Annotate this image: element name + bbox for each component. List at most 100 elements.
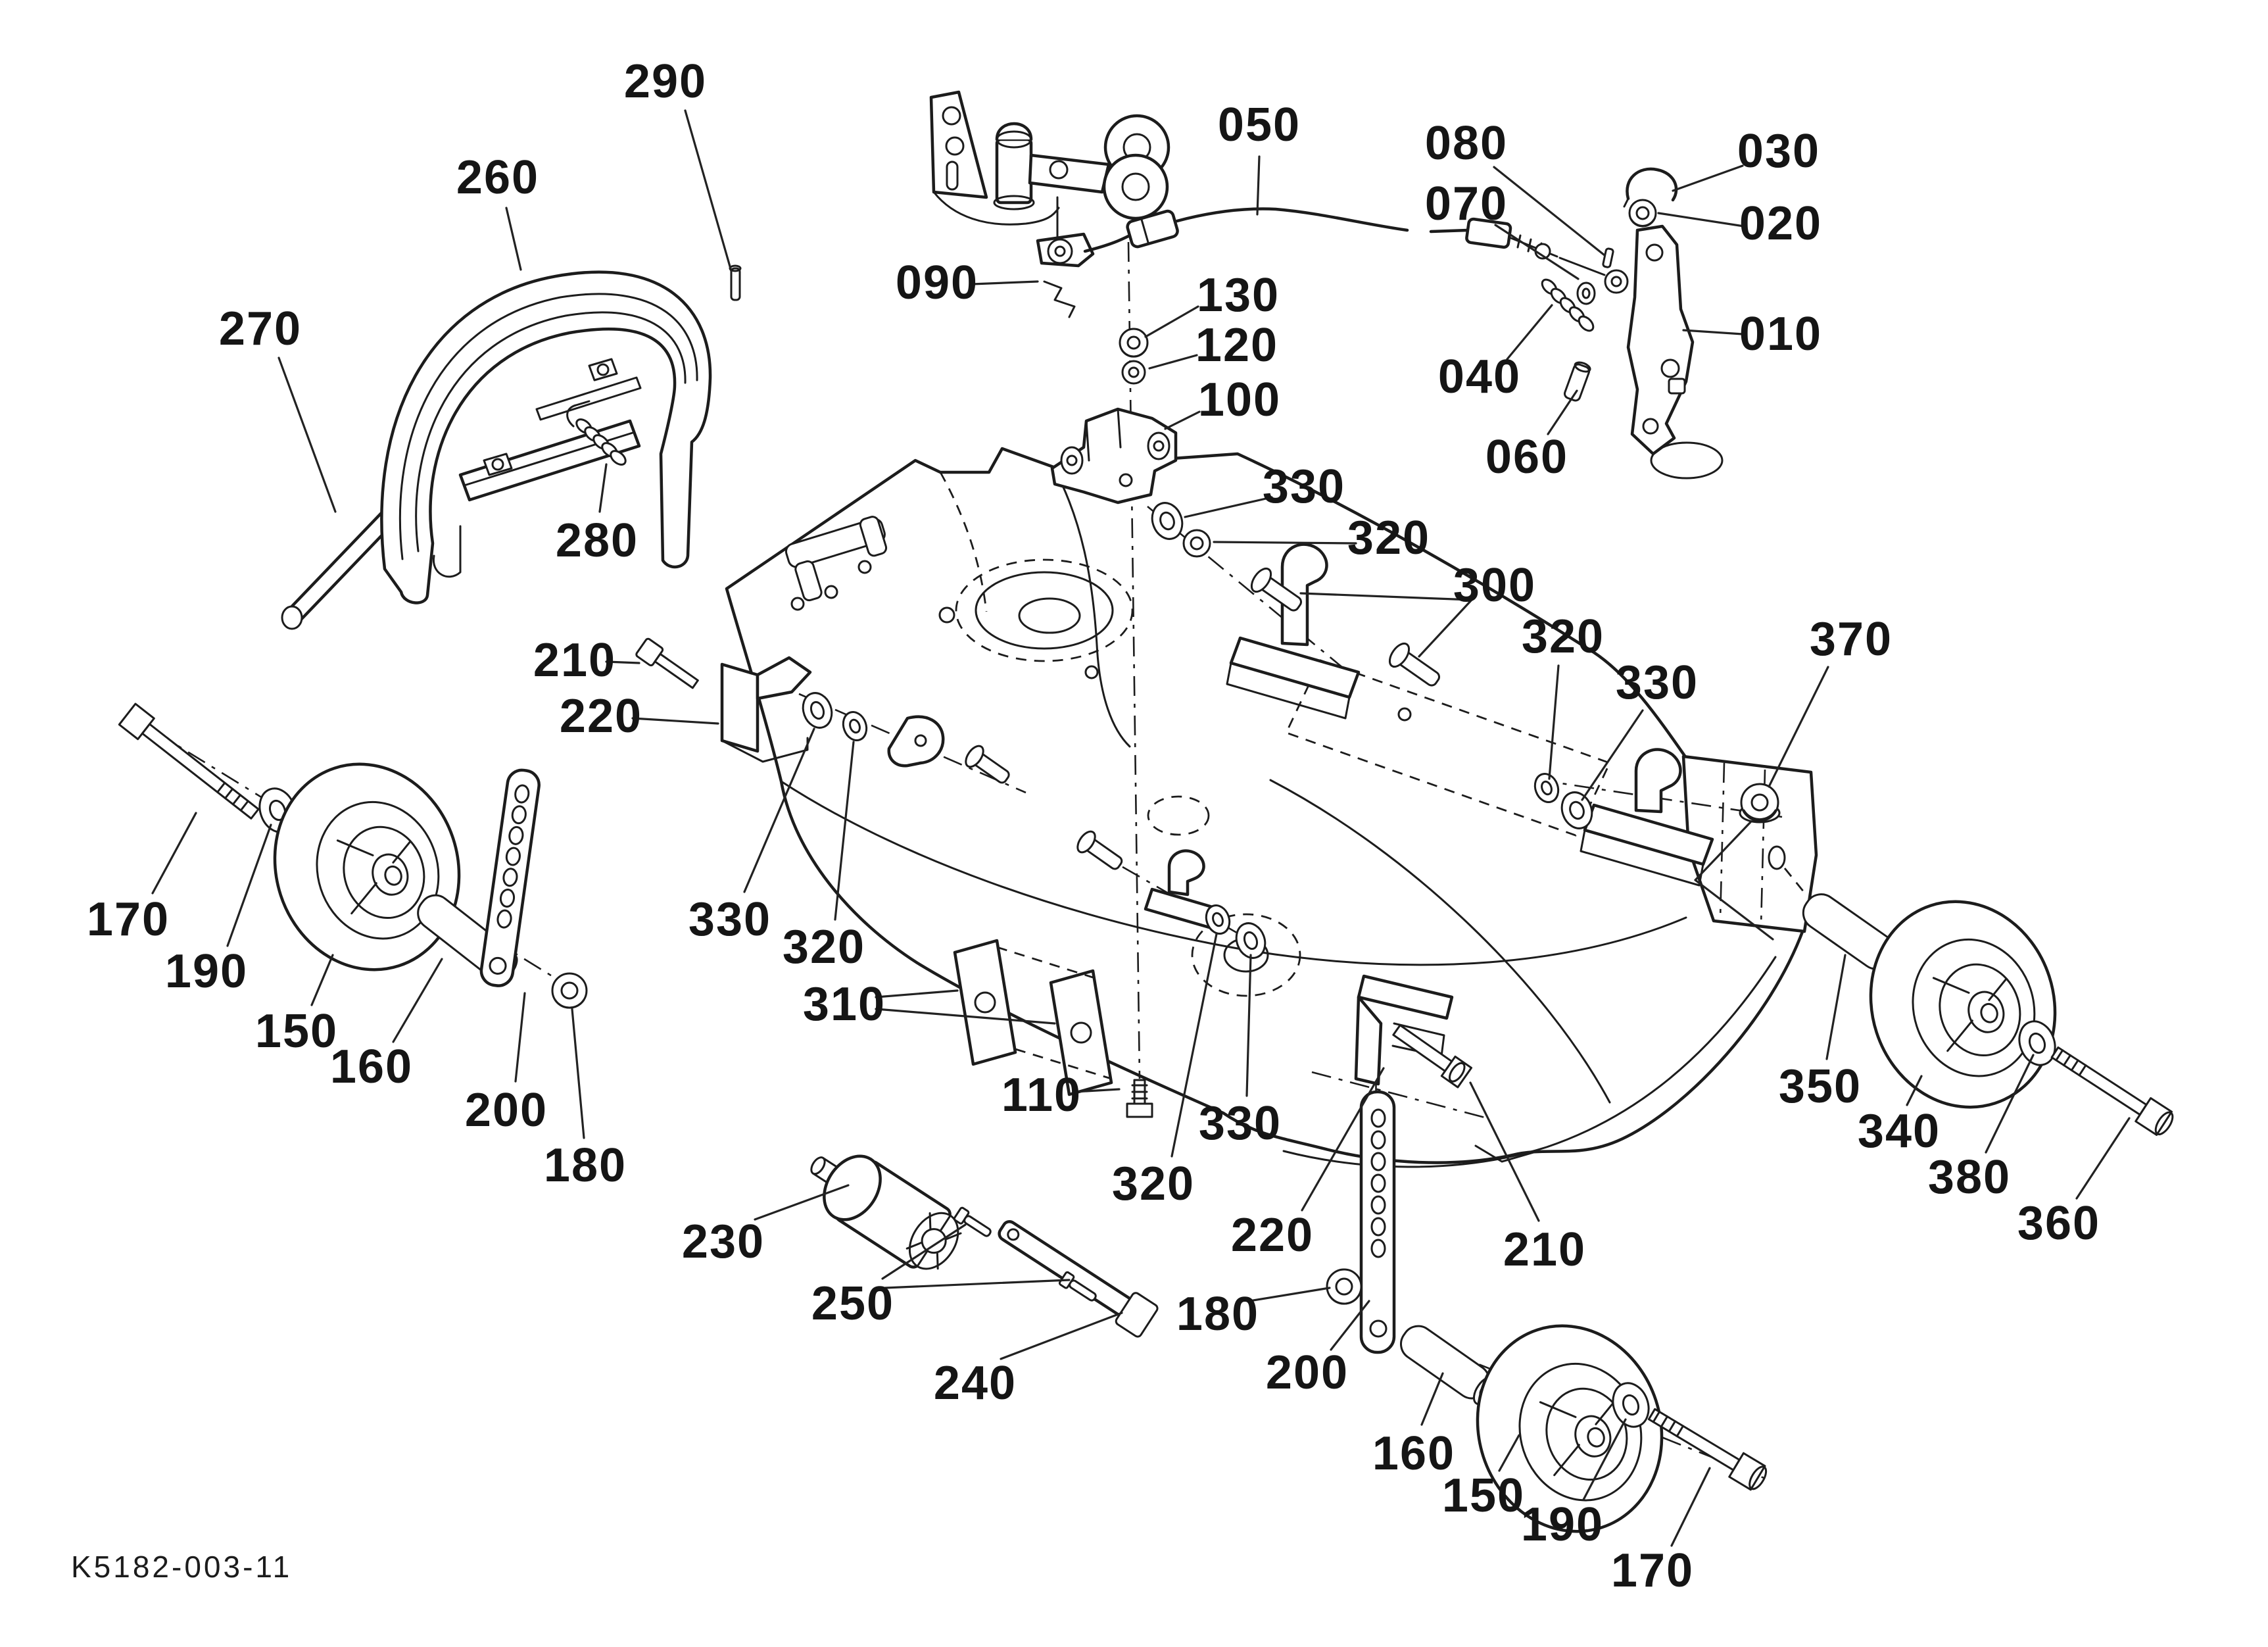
bushing-330-b	[1560, 791, 1593, 829]
callout-220-2: 220	[1231, 1209, 1314, 1262]
leader-110-1	[1073, 1088, 1121, 1093]
callout-290-1: 290	[624, 55, 707, 108]
tension-lever-010	[1626, 224, 1695, 456]
callout-200-1: 200	[1266, 1346, 1349, 1399]
wheel-bolt-right	[2050, 1046, 2174, 1136]
leader-170-1	[1670, 1467, 1711, 1547]
wheel-washer-rear	[1612, 1382, 1650, 1428]
belt-guard	[380, 270, 712, 604]
flange-nut-130	[1119, 328, 1149, 358]
belt-guard-group	[281, 264, 742, 630]
leader-060-1	[1547, 389, 1578, 435]
spring-040	[1541, 278, 1595, 332]
callout-240-1: 240	[934, 1357, 1017, 1410]
callout-280-1: 280	[556, 514, 639, 567]
callout-360-1: 360	[2017, 1197, 2100, 1250]
callout-170-2: 170	[87, 893, 170, 946]
strip-pin-2	[1058, 1271, 1097, 1302]
callout-310-1: 310	[803, 978, 886, 1031]
gauge-wheel-rear	[1476, 1324, 1664, 1533]
leader-190-2	[226, 823, 272, 947]
callout-160-1: 160	[1372, 1427, 1455, 1480]
leader-330-4	[1245, 954, 1252, 1097]
callout-330-2: 330	[1616, 656, 1699, 709]
adjust-arm-rear	[1359, 1090, 1396, 1354]
leader-030-1	[1672, 164, 1744, 192]
hinge-pin-left	[965, 745, 1010, 784]
leader-350-1	[1825, 954, 1846, 1060]
callout-050-1: 050	[1218, 99, 1301, 151]
leader-130-1	[1144, 305, 1199, 338]
wheel-bolt-left	[118, 702, 260, 820]
deck-handle	[784, 516, 888, 602]
callout-120-1: 120	[1195, 319, 1278, 372]
hinge-pin-a	[1250, 567, 1303, 612]
leader-320-1	[1213, 541, 1357, 545]
hanger-clamp	[1354, 974, 1454, 1086]
callout-320-1: 320	[1347, 512, 1430, 564]
leader-100-1	[1164, 410, 1201, 430]
bolt-210-left	[635, 637, 699, 689]
wheel-washer-right	[2018, 1020, 2056, 1066]
bell-crank	[929, 90, 1170, 268]
arm-nut-rear	[1326, 1268, 1363, 1305]
callout-210-1: 210	[533, 634, 616, 687]
adjust-arm-left	[479, 768, 541, 987]
leader-050-1	[1256, 155, 1261, 216]
leader-010-1	[1682, 329, 1744, 335]
leader-330-2	[1581, 709, 1644, 801]
hinge-pin-middle	[1076, 830, 1123, 870]
leader-300-1-2	[1418, 599, 1473, 658]
leader-330-3	[743, 727, 815, 893]
leader-160-2	[392, 958, 443, 1043]
callout-210-2: 210	[1503, 1223, 1586, 1276]
callout-370-1: 370	[1810, 613, 1893, 666]
leader-190-1	[1582, 1418, 1627, 1501]
leader-020-1	[1657, 212, 1745, 228]
leader-330-1	[1184, 496, 1273, 518]
callout-170-1: 170	[1611, 1544, 1694, 1597]
gauge-wheel-right	[1869, 900, 2057, 1109]
leader-160-1	[1420, 1372, 1444, 1426]
adjust-plates-310	[953, 939, 1113, 1096]
leader-340-1	[1906, 1075, 1923, 1106]
callout-220-1: 220	[560, 690, 642, 743]
left-wheel-assembly	[118, 702, 588, 1009]
lift-linkage-group	[929, 90, 1695, 504]
callout-330-1: 330	[1263, 460, 1345, 513]
leader-200-2	[514, 992, 526, 1083]
callout-190-1: 190	[1521, 1498, 1604, 1551]
strip-pin-1	[953, 1206, 992, 1237]
leader-240-1	[1000, 1312, 1123, 1360]
callout-060-1: 060	[1485, 431, 1568, 483]
drawing-number: K5182-003-11	[71, 1550, 292, 1584]
cable-washer	[1576, 282, 1596, 305]
callout-190-2: 190	[165, 945, 248, 998]
washer-320-b	[1533, 773, 1560, 803]
hinge-bracket-upper	[1226, 543, 1361, 720]
callout-160-2: 160	[330, 1041, 413, 1093]
bushing-330-left	[802, 692, 833, 729]
callout-270-1: 270	[219, 303, 302, 355]
leader-250-1-2	[884, 1279, 1071, 1289]
leader-150-1	[1498, 1434, 1520, 1472]
callout-090-1: 090	[896, 257, 978, 309]
callout-040-1: 040	[1438, 351, 1521, 403]
bent-pin-030	[1623, 167, 1678, 208]
guard-spring	[575, 418, 627, 466]
leader-380-1	[1985, 1054, 2035, 1154]
bushing-330-mid	[1235, 922, 1267, 959]
washer-320-mid	[1205, 904, 1231, 935]
leader-280-1	[598, 463, 608, 513]
callout-260-1: 260	[456, 151, 539, 204]
leader-040-1	[1506, 304, 1553, 360]
callout-300-1: 300	[1453, 559, 1536, 612]
callout-350-1: 350	[1779, 1060, 1862, 1113]
leader-220-2	[1301, 1067, 1385, 1212]
hanger-bracket-100	[1050, 407, 1178, 504]
leader-370-1	[1768, 666, 1829, 788]
leader-370-1-2	[1694, 821, 1774, 941]
guard-pin	[729, 264, 742, 301]
leader-120-1	[1148, 354, 1198, 370]
